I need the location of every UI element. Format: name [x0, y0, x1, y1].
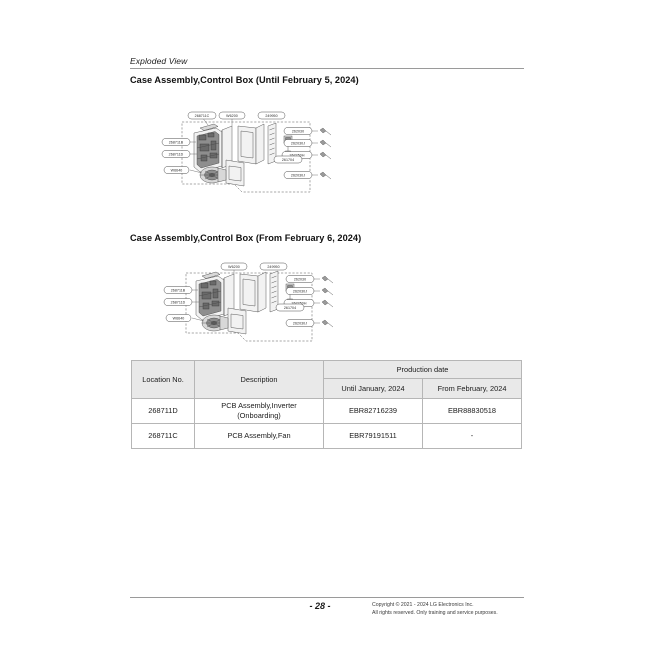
svg-text:249950: 249950: [265, 114, 277, 118]
pcb-inverter-graphic-2: [195, 275, 225, 321]
cell-location: 268711C: [131, 423, 195, 449]
svg-text:262250H: 262250H: [292, 301, 307, 305]
page-number: - 28 -: [309, 601, 331, 611]
table-header: Location No. Description Production date…: [131, 360, 522, 399]
svg-text:262030J: 262030J: [293, 321, 307, 325]
copyright-line-2: All rights reserved. Only training and s…: [372, 610, 498, 617]
table-header-row-1: Location No. Description Production date: [131, 360, 522, 399]
th-until-january: Until January, 2024: [323, 378, 423, 399]
svg-text:262030J: 262030J: [291, 141, 305, 145]
th-location-no: Location No.: [131, 360, 195, 399]
cell-until-january: EBR82716239: [323, 398, 423, 424]
description-line-1: PCB Assembly,Inverter: [221, 401, 297, 411]
front-cover-graphic-2: [239, 271, 267, 313]
cell-description: PCB Assembly,Fan: [194, 423, 324, 449]
cell-description: PCB Assembly,Inverter (Onboarding): [194, 398, 324, 424]
fan-assembly-graphic: [199, 166, 227, 184]
table-row: 268711C PCB Assembly,Fan EBR79191511 -: [131, 423, 522, 449]
svg-text:W6200: W6200: [226, 114, 238, 118]
callout-right-1-2: 262030: [285, 275, 315, 283]
exploded-diagram-2: W6200 249950 268711B 268711D W6640 26203…: [160, 255, 370, 350]
svg-text:268711B: 268711B: [169, 140, 184, 144]
table-header-row-2: Until January, 2024 From February, 2024: [132, 378, 522, 399]
svg-text:262250H: 262250H: [290, 153, 305, 157]
svg-text:261704: 261704: [282, 158, 294, 162]
callout-left-1-2: 268711B: [163, 286, 193, 294]
svg-text:W6640: W6640: [173, 316, 185, 320]
table-body: 268711D PCB Assembly,Inverter (Onboardin…: [131, 398, 522, 449]
th-description: Description: [194, 360, 324, 399]
svg-text:262030: 262030: [294, 277, 306, 281]
callout-top-left: 268711C: [187, 111, 217, 120]
description-line-1: PCB Assembly,Fan: [227, 431, 291, 440]
callout-top-right-2: 249950: [259, 262, 288, 271]
parts-table: Location No. Description Production date…: [131, 360, 522, 449]
svg-text:262030: 262030: [292, 129, 304, 133]
svg-text:W6200: W6200: [228, 265, 240, 269]
running-head: Exploded View: [130, 56, 524, 69]
callout-center-2: 261704: [275, 303, 305, 312]
section-heading-1: Case Assembly,Control Box (Until Februar…: [130, 75, 359, 85]
svg-text:268711D: 268711D: [171, 300, 186, 304]
footer-divider: [130, 597, 524, 598]
th-from-february: From February, 2024: [422, 378, 522, 399]
side-rail-graphic: [267, 122, 277, 165]
callout-left-3-2: W6640: [165, 314, 192, 322]
screw-icons: [319, 127, 332, 180]
svg-text:261704: 261704: [284, 306, 296, 310]
svg-text:262030J: 262030J: [291, 173, 305, 177]
side-rail-graphic-2: [269, 270, 279, 313]
table-row: 268711D PCB Assembly,Inverter (Onboardin…: [131, 398, 522, 424]
copyright-line-1: Copyright © 2021 - 2024 LG Electronics I…: [372, 602, 474, 608]
copyright-notice: Copyright © 2021 - 2024 LG Electronics I…: [372, 601, 524, 617]
callout-top-mid: W6200: [218, 111, 246, 120]
running-head-label: Exploded View: [130, 56, 188, 66]
svg-text:268711B: 268711B: [171, 288, 186, 292]
screw-icons-2: [321, 275, 334, 328]
svg-text:249950: 249950: [267, 265, 279, 269]
callout-left-3: W6640: [163, 166, 190, 174]
fan-assembly-graphic-2: [201, 314, 229, 332]
callout-center: 261704: [273, 155, 303, 164]
callout-right-2: 262030J: [283, 139, 313, 147]
cell-location: 268711D: [131, 398, 195, 424]
description-line-2: (Onboarding): [237, 411, 281, 420]
th-production-date: Production date: [323, 360, 522, 379]
callout-top-mid-2: W6200: [220, 262, 248, 271]
callout-top-right: 249950: [257, 111, 286, 120]
callout-left-2: 268711D: [161, 150, 191, 158]
cell-from-february: EBR88830518: [422, 398, 522, 424]
callout-right-4-2: 262030J: [285, 319, 315, 327]
cell-until-january: EBR79191511: [323, 423, 423, 449]
exploded-diagram-1: 268711C W6200 249950 268711B 268711D W66…: [160, 104, 370, 204]
svg-text:262030J: 262030J: [293, 289, 307, 293]
front-cover-graphic: [237, 123, 265, 165]
callout-right-2-2: 262030J: [285, 287, 315, 295]
svg-text:268711D: 268711D: [169, 152, 184, 156]
callout-right-1: 262030: [283, 127, 313, 135]
callout-left-2-2: 268711D: [163, 298, 193, 306]
callout-right-4: 262030J: [283, 171, 313, 179]
svg-text:W6640: W6640: [171, 168, 183, 172]
section-heading-2: Case Assembly,Control Box (From February…: [130, 233, 362, 243]
pcb-inverter-graphic: [193, 127, 223, 173]
running-head-divider: [130, 68, 524, 69]
callout-left-1: 268711B: [161, 138, 191, 146]
cell-from-february: -: [422, 423, 522, 449]
svg-text:268711C: 268711C: [195, 114, 210, 118]
